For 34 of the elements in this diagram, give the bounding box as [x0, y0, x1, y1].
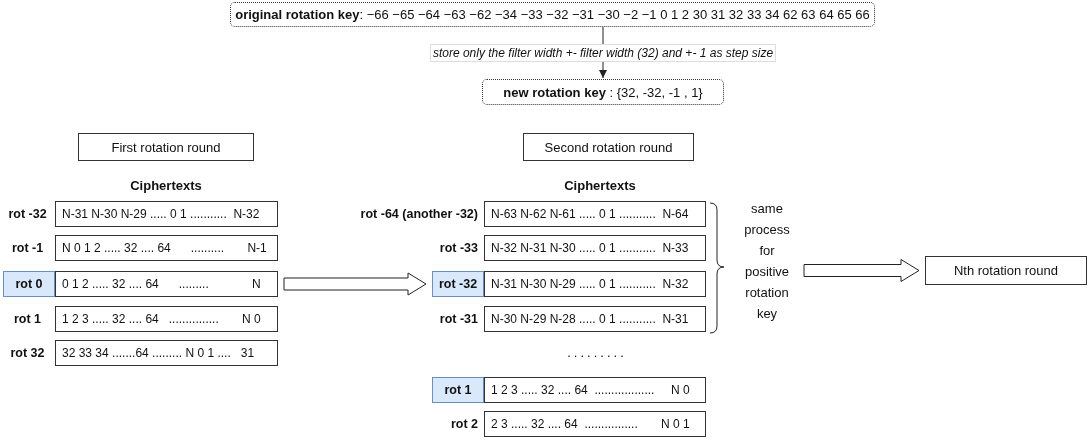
edge-label: store only the filter width +- filter width (32) and +- 1 as step size [429, 44, 777, 62]
row-label: rot 1 [12, 311, 43, 328]
column-heading: Ciphertexts [564, 178, 636, 193]
row-label: rot -32 [7, 206, 48, 223]
ciphertext-box: N-63 N-62 N-61 ..... 0 1 ........... N-64 [484, 201, 706, 227]
row-label: rot 2 [449, 416, 479, 433]
highlighted-row-label: rot 0 [3, 271, 55, 297]
key-box: original rotation key: −66 −65 −64 −63 −62 −34 −33 −32 −31 −30 −2 −1 0 1 2 30 31 32 33 34 62 63 64 65 66 [230, 2, 875, 27]
block-arrow [283, 272, 427, 296]
round-title-box: First rotation round [78, 133, 254, 161]
highlighted-row-label: rot 1 [432, 377, 484, 403]
highlighted-row-label: rot -32 [432, 271, 484, 297]
block-arrow [803, 259, 920, 282]
ellipsis-text: ......... [567, 345, 627, 360]
row-label: rot 32 [9, 345, 46, 362]
ciphertext-box: N-31 N-30 N-29 ..... 0 1 ........... N-32 [55, 201, 278, 227]
ciphertext-box: 1 2 3 ..... 32 .... 64 ............... N 0 [55, 306, 278, 332]
ciphertext-box: N-31 N-30 N-29 ..... 0 1 ........... N-32 [484, 271, 706, 297]
round-title-box: Nth rotation round [925, 256, 1087, 285]
row-label: rot -33 [438, 240, 479, 257]
row-label: rot -31 [438, 311, 479, 328]
ciphertext-box: N-32 N-31 N-30 ..... 0 1 ........... N-33 [484, 235, 706, 261]
ciphertext-box: 1 2 3 ..... 32 .... 64 .................. N 0 [484, 377, 706, 403]
ciphertext-box: N 0 1 2 ..... 32 .... 64 .......... N-1 [55, 235, 278, 261]
ciphertext-box: 32 33 34 .......64 ......... N 0 1 .... 31 [55, 340, 278, 366]
ciphertext-box: N-30 N-29 N-28 ..... 0 1 ........... N-31 [484, 306, 706, 332]
round-title-box: Second rotation round [523, 133, 694, 161]
row-label: rot -64 (another -32) [359, 206, 479, 223]
note-text: same process for positive rotation key [736, 198, 798, 324]
column-heading: Ciphertexts [130, 178, 202, 193]
ciphertext-box: 0 1 2 ..... 32 .... 64 ......... N [55, 271, 278, 297]
key-box: new rotation key : {32, -32, -1 , 1} [482, 79, 724, 105]
row-label: rot -1 [10, 240, 45, 257]
ciphertext-box: 2 3 ..... 32 .... 64 ................ N 0 1 [484, 411, 706, 437]
